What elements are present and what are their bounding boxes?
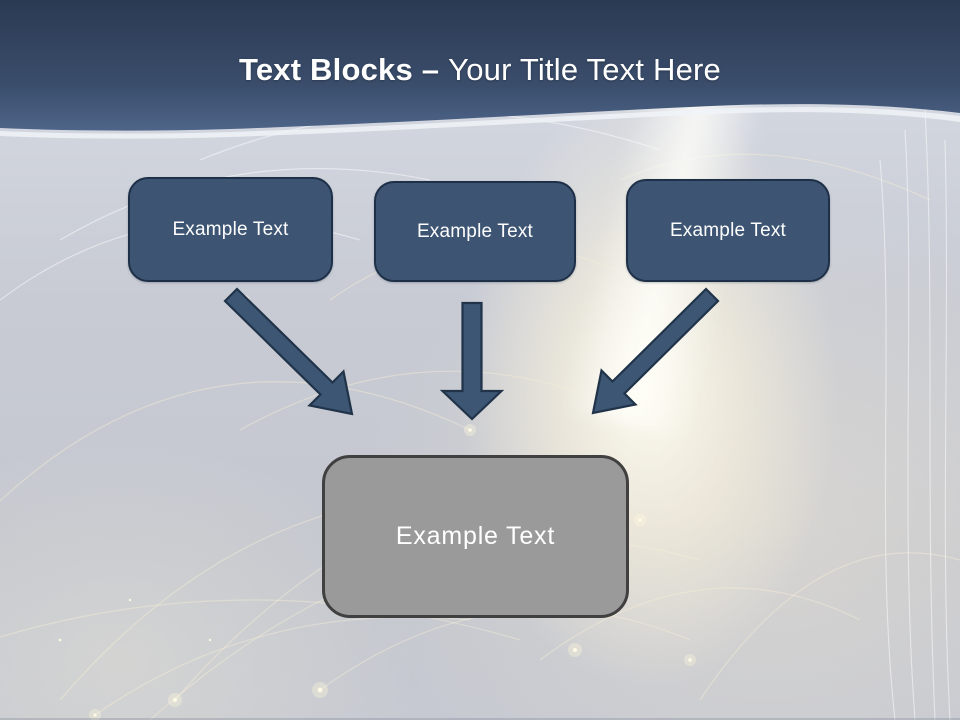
slide-title: Text Blocks – Your Title Text Here [0,52,960,88]
text-block-1: Example Text [128,177,333,282]
down-left-arrow-icon [591,287,720,415]
slide-bottom-edge [0,718,960,720]
header-wave-highlight [0,107,960,139]
down-right-arrow-icon [223,287,354,416]
result-box-label: Example Text [395,522,556,550]
text-block-2-label: Example Text [416,220,534,242]
text-block-1-label: Example Text [172,218,289,240]
header-wave-shape [0,0,960,131]
result-box: Example Text [322,455,629,618]
text-block-2: Example Text [374,181,576,282]
slide-title-emphasis: Text Blocks – [239,52,440,87]
text-block-3-label: Example Text [669,219,787,241]
slide-title-rest: Your Title Text Here [448,52,721,87]
text-block-3: Example Text [626,179,830,282]
title-banner [0,0,960,139]
down-arrow-icon [439,301,505,421]
